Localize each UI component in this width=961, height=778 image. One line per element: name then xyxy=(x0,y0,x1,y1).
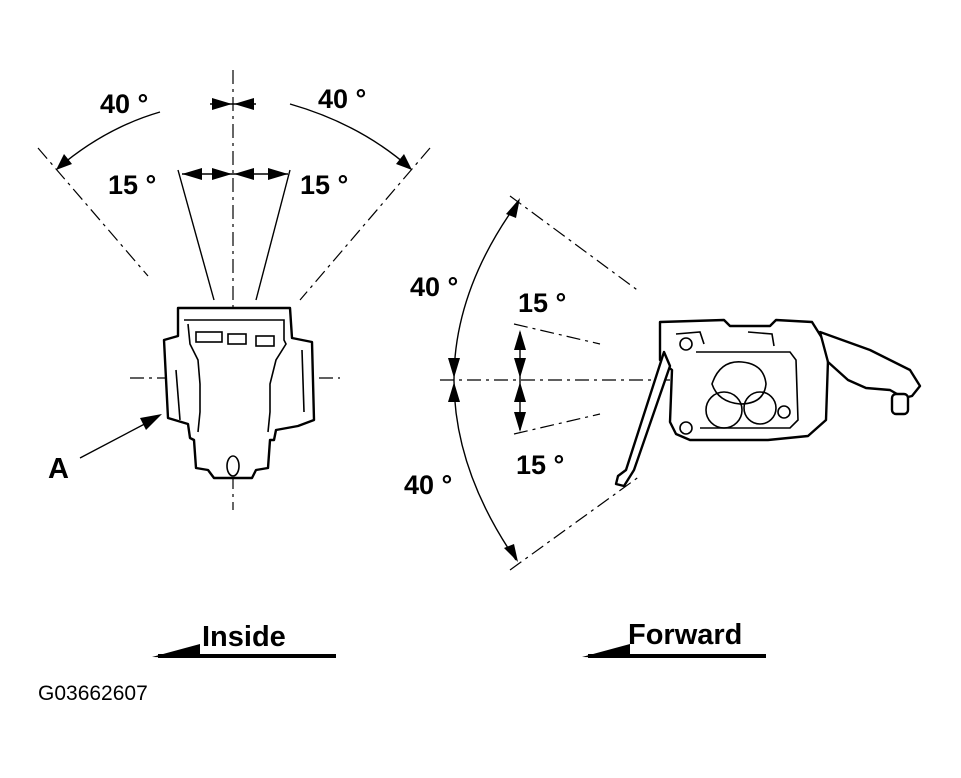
left-40-arc-right xyxy=(289,103,411,169)
sensor-part-side xyxy=(614,318,922,488)
right-angle-inner-top: 15 ° xyxy=(518,288,566,318)
left-angle-inner-right: 15 ° xyxy=(300,170,348,200)
arrow-right-15-top-out xyxy=(514,330,526,350)
left-15-line-right xyxy=(255,169,291,301)
arrow-right-40-top xyxy=(506,198,520,218)
left-angle-outer-right: 40 ° xyxy=(318,84,366,114)
right-40-arc xyxy=(453,201,519,561)
right-40-boundary-top xyxy=(509,195,641,293)
left-view: 40 ° 40 ° 15 ° 15 ° A Inside xyxy=(37,70,431,658)
sensor-part-front xyxy=(162,306,316,480)
forward-direction-arrowhead xyxy=(582,644,630,658)
arrow-right-15-bottom-out xyxy=(514,412,526,432)
left-angle-outer-left: 40 ° xyxy=(100,89,148,119)
right-view: 40 ° 40 ° 15 ° 15 ° Forward xyxy=(404,195,922,658)
right-15-line-bottom xyxy=(513,413,601,435)
arrow-top-left xyxy=(212,98,232,110)
right-15-line-top xyxy=(513,323,601,345)
arrow-right-40-mid-up xyxy=(448,358,460,378)
arrow-15-left-out xyxy=(182,168,202,180)
arrow-15-right-out xyxy=(268,168,288,180)
right-angle-inner-bottom: 15 ° xyxy=(516,450,564,480)
right-angle-outer-top: 40 ° xyxy=(410,272,458,302)
left-40-arc-left xyxy=(57,111,161,169)
forward-direction-label: Forward xyxy=(628,619,742,651)
arrow-40-right-head xyxy=(396,154,412,170)
left-40-boundary-right xyxy=(299,147,431,301)
inside-direction-label: Inside xyxy=(202,621,286,653)
arrow-right-40-mid-down xyxy=(448,382,460,402)
figure-code: G03662607 xyxy=(38,682,148,705)
arrow-15-right-in xyxy=(234,168,254,180)
right-angle-outer-bottom: 40 ° xyxy=(404,470,452,500)
right-40-boundary-bottom xyxy=(509,475,641,571)
part-a-label: A xyxy=(48,453,69,485)
left-angle-inner-left: 15 ° xyxy=(108,170,156,200)
left-40-boundary-left xyxy=(37,147,149,277)
left-15-line-left xyxy=(177,169,215,301)
arrow-right-15-top-in xyxy=(514,358,526,378)
arrow-right-15-bottom-in xyxy=(514,382,526,402)
arrow-right-40-bottom xyxy=(504,544,518,562)
inside-direction-arrowhead xyxy=(152,644,200,658)
part-a-leader-arrow xyxy=(140,414,162,430)
arrow-40-left-head xyxy=(56,154,72,170)
arrow-15-left-in xyxy=(212,168,232,180)
arrow-top-right xyxy=(234,98,254,110)
